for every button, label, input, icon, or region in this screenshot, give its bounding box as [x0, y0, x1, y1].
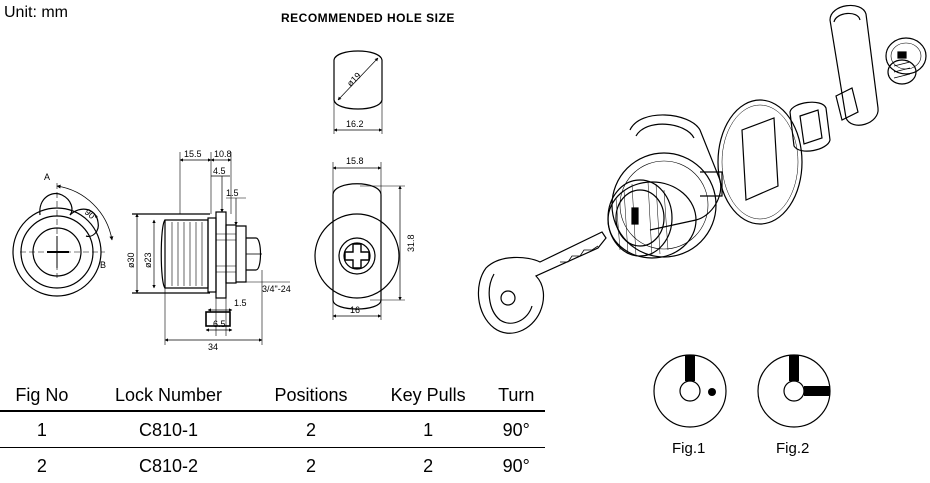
- front-label-a: A: [44, 172, 50, 182]
- front-view: [13, 183, 112, 296]
- lock-cylinder-illustration: [608, 115, 722, 258]
- fig1-diagram: [654, 355, 726, 427]
- dim-1-5-bottom: 1.5: [234, 298, 247, 308]
- dim-15-5: 15.5: [184, 149, 202, 159]
- cam-illustration: [830, 5, 878, 125]
- dim-30: ø30: [126, 252, 136, 268]
- cell-positions: 2: [253, 448, 369, 483]
- table-row: 2 C810-2 2 2 90°: [0, 448, 545, 483]
- col-key-pulls: Key Pulls: [369, 383, 488, 411]
- col-positions: Positions: [253, 383, 369, 411]
- cell-turn: 90°: [487, 411, 545, 448]
- dim-thread: 3/4"-24: [262, 284, 291, 294]
- fig1-label: Fig.1: [672, 440, 705, 457]
- fig2-diagram: [758, 355, 830, 427]
- back-width-bottom: 16: [350, 305, 360, 315]
- col-turn: Turn: [487, 383, 545, 411]
- side-view: [132, 152, 290, 345]
- back-height: 31.8: [406, 234, 416, 252]
- cell-turn: 90°: [487, 448, 545, 483]
- cell-key-pulls: 1: [369, 411, 488, 448]
- cell-lock-number: C810-2: [84, 448, 253, 483]
- dim-6-5: 6.5: [213, 319, 226, 329]
- table-header-row: Fig No Lock Number Positions Key Pulls T…: [0, 383, 545, 411]
- exploded-view: [478, 5, 926, 333]
- hole-diameter: ø19: [345, 70, 363, 88]
- key-illustration: [478, 232, 606, 333]
- col-fig-no: Fig No: [0, 383, 84, 411]
- cell-key-pulls: 2: [369, 448, 488, 483]
- washer-illustration: [718, 100, 802, 224]
- dim-34: 34: [208, 342, 218, 352]
- dim-1-5-top: 1.5: [226, 188, 239, 198]
- hole-width: 16.2: [346, 119, 364, 129]
- cell-positions: 2: [253, 411, 369, 448]
- front-label-b: B: [100, 260, 106, 270]
- cell-fig-no: 1: [0, 411, 84, 448]
- table-row: 1 C810-1 2 1 90°: [0, 411, 545, 448]
- cell-fig-no: 2: [0, 448, 84, 483]
- dim-10-8: 10.8: [214, 149, 232, 159]
- fig2-label: Fig.2: [776, 440, 809, 457]
- dim-4-5: 4.5: [213, 166, 226, 176]
- dim-23: ø23: [143, 252, 153, 268]
- spec-table: Fig No Lock Number Positions Key Pulls T…: [0, 383, 545, 483]
- col-lock-number: Lock Number: [84, 383, 253, 411]
- back-width-top: 15.8: [346, 156, 364, 166]
- screw-illustration: [886, 38, 926, 84]
- cell-lock-number: C810-1: [84, 411, 253, 448]
- back-view: [315, 162, 405, 320]
